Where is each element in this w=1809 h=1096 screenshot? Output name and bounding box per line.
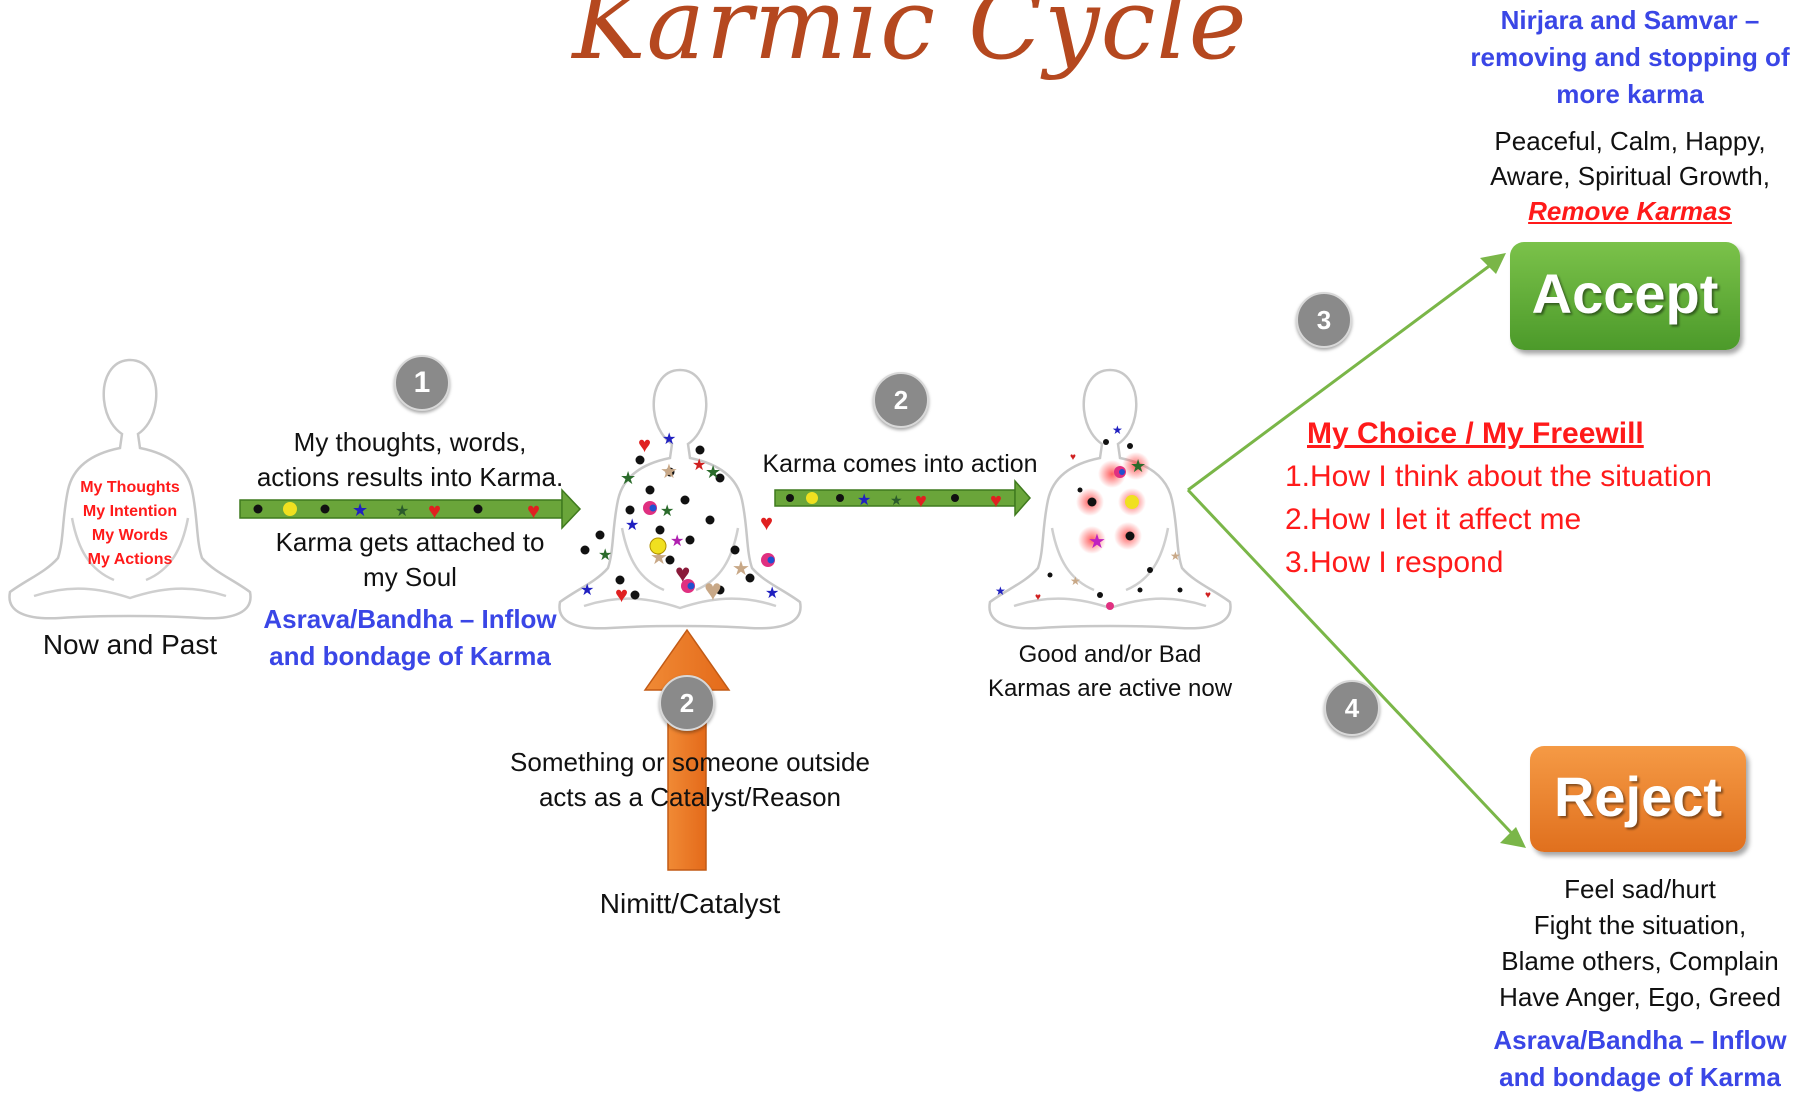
page-title: Karmic Cycle (572, 0, 1248, 82)
accept-button[interactable]: Accept (1510, 242, 1740, 350)
choice-block: My Choice / My Freewill 1.How I think ab… (1285, 412, 1712, 584)
accept-effects: Peaceful, Calm, Happy, Aware, Spiritual … (1440, 124, 1809, 229)
svg-text:★: ★ (1130, 456, 1146, 476)
meditating-figure-attached-karma: ♥ ♥ ♥ ♥ ★ ★ ★ ★ ★ ★ ★ ★ ★ ★ ★ ★ ★ ♥ (558, 368, 802, 630)
svg-text:♥: ♥ (704, 574, 722, 607)
catalyst-caption: Nimitt/Catalyst (599, 888, 781, 919)
svg-text:♥: ♥ (760, 510, 773, 535)
svg-text:♥: ♥ (990, 490, 1002, 512)
figure1-caption: Now and Past (42, 629, 218, 660)
choice-heading: My Choice / My Freewill (1307, 417, 1644, 450)
step-badge-4: 4 (1324, 680, 1380, 736)
text-line: My thoughts, words, (293, 427, 527, 457)
svg-text:♥: ♥ (428, 498, 441, 523)
svg-text:★: ★ (352, 500, 368, 520)
step1-text-above: My thoughts, words, actions results into… (240, 425, 580, 495)
svg-text:♥: ♥ (1035, 592, 1041, 603)
svg-text:♥: ♥ (915, 490, 927, 512)
step-badge-3: 3 (1296, 292, 1352, 348)
text-line: Something or someone outside (510, 747, 870, 777)
step-badge-1: 1 (394, 355, 450, 411)
figure1-text: My Thoughts My Intention My Words My Act… (60, 476, 200, 572)
svg-text:♥: ♥ (615, 582, 628, 607)
branch-lines (1186, 256, 1522, 844)
choice-item: 3.How I respond (1285, 546, 1504, 579)
text-line: Nirjara and Samvar – (1500, 5, 1760, 35)
meditating-figure-active-karma: ★ ★ ★ ★ ♥ ♥ ★ ★ ♥ (988, 368, 1232, 630)
text-line: Good and/or Bad (1018, 641, 1202, 668)
svg-text:★: ★ (580, 582, 594, 599)
arrow-step-2: ★ ★ ♥ ♥ (774, 479, 1032, 517)
figure3-caption: Good and/or Bad Karmas are active now (960, 638, 1260, 706)
reject-asrava-text: Asrava/Bandha – Inflow and bondage of Ka… (1450, 1022, 1809, 1096)
svg-text:♥: ♥ (527, 498, 540, 523)
text-line: and bondage of Karma (1499, 1062, 1781, 1092)
svg-text:★: ★ (995, 584, 1006, 598)
step2-text: Karma comes into action (762, 450, 1038, 478)
svg-text:★: ★ (670, 533, 684, 550)
text-line: Karma gets attached to (275, 527, 545, 557)
svg-text:♥: ♥ (1070, 452, 1076, 463)
svg-text:★: ★ (660, 503, 674, 520)
meditating-figure-now-and-past (8, 358, 252, 620)
catalyst-badge: 2 (659, 675, 715, 731)
text-line: Asrava/Bandha – Inflow (1493, 1025, 1787, 1055)
svg-text:★: ★ (857, 492, 871, 509)
text-line: Have Anger, Ego, Greed (1499, 982, 1781, 1012)
arrow-step-1: ★ ★ ♥ ♥ (239, 488, 582, 530)
svg-text:★: ★ (692, 457, 706, 474)
svg-text:★: ★ (705, 462, 721, 482)
svg-text:♥: ♥ (638, 432, 651, 457)
svg-text:★: ★ (1088, 531, 1106, 553)
reject-button[interactable]: Reject (1530, 746, 1746, 852)
catalyst-text: Something or someone outside acts as a C… (470, 745, 910, 815)
step1-asrava-text: Asrava/Bandha – Inflow and bondage of Ka… (240, 601, 580, 675)
text-line: Peaceful, Calm, Happy, (1494, 126, 1766, 156)
text-line: actions results into Karma. (256, 462, 564, 492)
accept-nirjara-text: Nirjara and Samvar – removing and stoppi… (1440, 2, 1809, 113)
text-line: Blame others, Complain (1501, 946, 1779, 976)
choice-item: 2.How I let it affect me (1285, 503, 1582, 536)
svg-text:★: ★ (620, 468, 636, 488)
svg-text:★: ★ (660, 461, 678, 483)
text-line: Karmas are active now (987, 675, 1233, 702)
karma-particles-dense: ♥ ♥ ♥ ♥ ★ ★ ★ ★ ★ ★ ★ ★ ★ ★ ★ ★ ★ ♥ (580, 431, 779, 607)
svg-text:★: ★ (765, 585, 779, 602)
text-line: removing and stopping of (1470, 42, 1790, 72)
step1-text-below: Karma gets attached to my Soul (240, 525, 580, 595)
text-line: more karma (1556, 79, 1704, 109)
svg-text:★: ★ (890, 492, 903, 508)
svg-text:★: ★ (1170, 549, 1181, 563)
svg-text:★: ★ (732, 558, 750, 580)
svg-text:♥: ♥ (1205, 590, 1211, 601)
arrowhead-accept (1480, 253, 1506, 274)
text-line: Aware, Spiritual Growth, (1490, 161, 1770, 191)
figure1-line: My Actions (87, 551, 173, 568)
text-line: and bondage of Karma (269, 641, 551, 671)
step-badge-2: 2 (873, 372, 929, 428)
svg-text:★: ★ (662, 431, 676, 448)
svg-text:★: ★ (395, 503, 409, 520)
svg-text:★: ★ (598, 547, 612, 564)
svg-text:★: ★ (1070, 574, 1081, 588)
text-line: Asrava/Bandha – Inflow (263, 604, 557, 634)
arrowhead-reject (1500, 827, 1526, 848)
reject-effects: Feel sad/hurt Fight the situation, Blame… (1450, 871, 1809, 1015)
figure1-line: My Intention (82, 503, 178, 520)
choice-item: 1.How I think about the situation (1285, 460, 1712, 493)
text-line: Fight the situation, (1533, 910, 1747, 940)
text-line: my Soul (363, 562, 457, 592)
text-line: Feel sad/hurt (1564, 874, 1716, 904)
svg-text:★: ★ (625, 517, 639, 534)
remove-karmas-text: Remove Karmas (1528, 196, 1732, 226)
karma-particles-active: ★ ★ ★ ★ ♥ ♥ ★ ★ ♥ (995, 423, 1211, 610)
svg-text:★: ★ (1112, 423, 1123, 437)
figure1-line: My Thoughts (80, 479, 180, 496)
text-line: acts as a Catalyst/Reason (538, 782, 842, 812)
figure1-line: My Words (91, 527, 169, 544)
